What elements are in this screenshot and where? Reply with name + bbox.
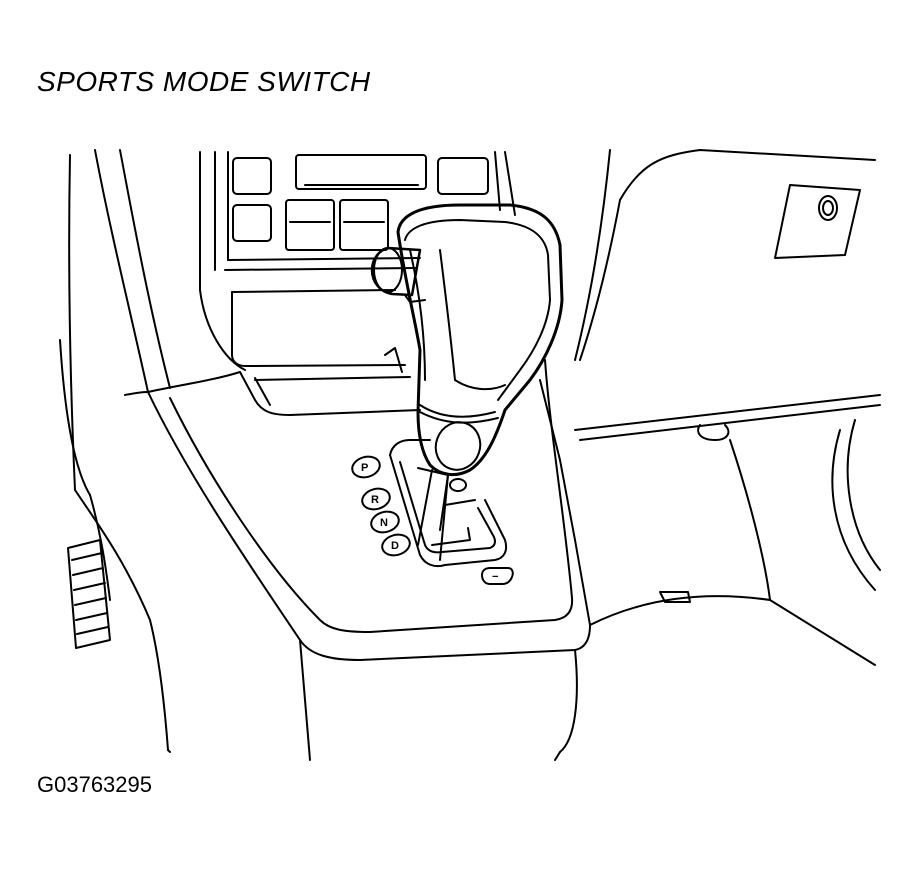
diagram-title: SPORTS MODE SWITCH: [37, 66, 371, 97]
gear-label-n: N: [380, 517, 388, 529]
sport-gate-minus-indicator: −: [492, 571, 498, 583]
center-dash-stack: [199, 151, 516, 371]
gear-label-r: R: [371, 494, 379, 506]
floor-lines: [167, 749, 561, 761]
storage-tray: [239, 347, 421, 416]
gear-indicator-d: D: [381, 533, 411, 557]
center-console: [124, 359, 591, 761]
right-dash-panel: [574, 149, 881, 666]
sports-mode-switch-button: [370, 246, 426, 303]
gear-label-p: P: [361, 462, 368, 474]
left-body-panel: [59, 149, 171, 751]
shift-knob: [396, 203, 564, 477]
gear-indicator-n: N: [370, 510, 400, 534]
shift-gate: [389, 439, 514, 585]
sport-gate-minus-label: −: [492, 571, 498, 583]
shift-lever-shaft: [417, 469, 467, 546]
gear-label-d: D: [391, 540, 399, 552]
gear-indicator-p: P: [351, 455, 381, 479]
gear-indicator-r: R: [361, 487, 391, 511]
figure-id: G03763295: [37, 772, 152, 797]
pedal-icon: [67, 539, 111, 649]
